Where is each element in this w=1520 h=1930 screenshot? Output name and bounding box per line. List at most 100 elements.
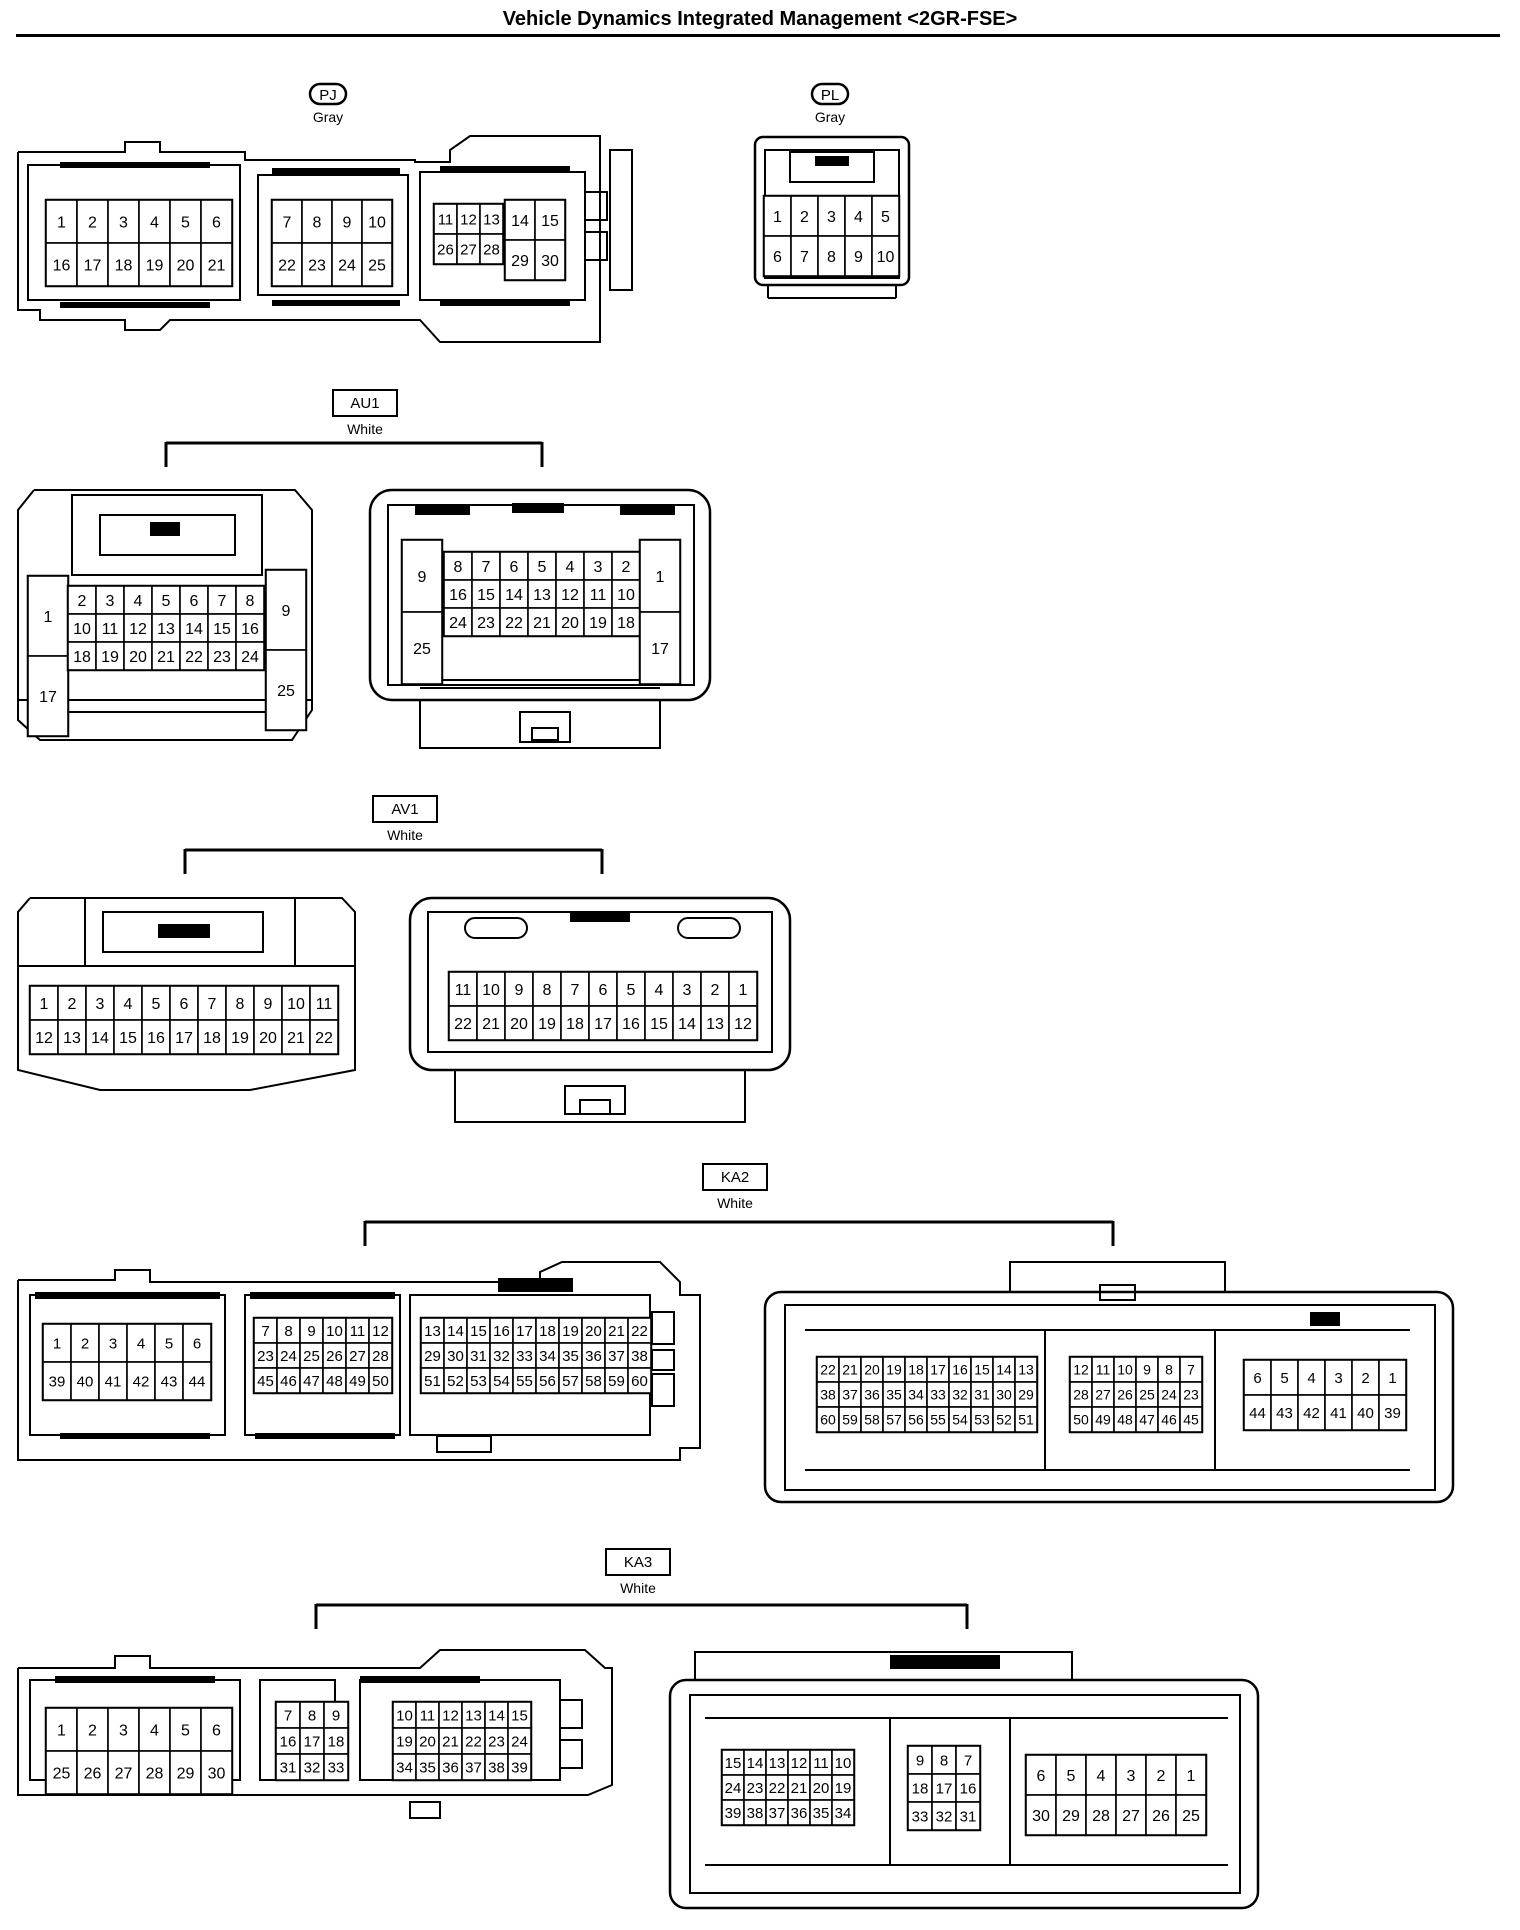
pin-number: 29 (1062, 1808, 1080, 1825)
pin-number: 28 (146, 1765, 164, 1782)
pin-number: 3 (827, 209, 836, 226)
connector-code: KA2 (721, 1169, 749, 1186)
pin-number: 21 (842, 1362, 858, 1378)
pin-number: 8 (1165, 1362, 1173, 1378)
pin-number: 31 (974, 1387, 990, 1403)
pin-number: 28 (1073, 1387, 1089, 1403)
pin-number: 6 (1037, 1768, 1046, 1785)
housing-latch (815, 156, 849, 166)
pin-number: 30 (447, 1348, 464, 1365)
pin-cell (955, 1773, 981, 1803)
pin-cell (95, 641, 125, 671)
pin-number: 15 (213, 621, 231, 638)
pin-number: 38 (488, 1759, 505, 1776)
pin-number: 3 (119, 1722, 128, 1739)
pin-number: 8 (284, 1323, 292, 1340)
pin-number: 4 (1307, 1370, 1315, 1387)
pin-cell (1085, 1794, 1117, 1836)
housing-outline (368, 488, 712, 702)
pin-cell (1014, 1406, 1038, 1433)
pin-cell (627, 1367, 652, 1394)
pin-cell (85, 1019, 115, 1055)
pin-number: 32 (952, 1387, 968, 1403)
pin-number: 2 (1361, 1370, 1369, 1387)
pin-number: 14 (747, 1755, 764, 1772)
pin-cell (200, 1750, 233, 1795)
housing-rib (60, 162, 210, 168)
pin-number: 16 (622, 1016, 640, 1033)
pin-cell (76, 1707, 109, 1752)
housing-rib (440, 300, 570, 306)
pin-number: 2 (81, 1335, 89, 1352)
pin-number: 56 (539, 1373, 556, 1390)
pin-number: 7 (261, 1323, 269, 1340)
pin-number: 15 (119, 1030, 137, 1047)
connector-code: KA3 (624, 1554, 652, 1571)
pin-number: 49 (1095, 1412, 1111, 1428)
pin-number: 16 (147, 1030, 165, 1047)
pin-number: 30 (1032, 1808, 1050, 1825)
pin-number: 18 (539, 1323, 556, 1340)
pin-number: 7 (571, 982, 580, 999)
pin-number: 13 (706, 1016, 724, 1033)
pin-number: 18 (566, 1016, 584, 1033)
pin-cell (1351, 1359, 1380, 1396)
pin-number: 9 (343, 214, 352, 231)
housing-rib (255, 1433, 395, 1439)
pin-number: 14 (447, 1323, 464, 1340)
pin-cell (235, 585, 265, 615)
pin-number: 32 (493, 1348, 510, 1365)
pin-number: 9 (332, 1707, 340, 1724)
pin-cell (225, 1019, 255, 1055)
pin-number: 1 (1187, 1768, 1196, 1785)
pin-number: 2 (711, 982, 720, 999)
pin-number: 26 (1117, 1387, 1133, 1403)
pin-number: 51 (424, 1373, 441, 1390)
pin-number: 15 (511, 1707, 528, 1724)
pin-cell (197, 1019, 227, 1055)
pin-number: 6 (1253, 1370, 1261, 1387)
pin-number: 11 (1096, 1362, 1111, 1378)
pin-number: 12 (372, 1323, 389, 1340)
pin-number: 13 (465, 1707, 482, 1724)
pin-number: 23 (477, 615, 495, 632)
pin-cell (95, 585, 125, 615)
pin-cell (476, 1005, 506, 1041)
housing-outline (454, 1070, 746, 1123)
pin-number: 13 (769, 1755, 786, 1772)
pin-number: 23 (257, 1348, 274, 1365)
pin-number: 23 (308, 257, 326, 274)
pin-number: 58 (864, 1412, 880, 1428)
pin-number: 11 (590, 587, 607, 604)
title-rule (16, 34, 1500, 37)
pin-number: 10 (368, 214, 386, 231)
pin-number: 32 (304, 1759, 321, 1776)
housing-bay (257, 174, 409, 296)
pin-cell (169, 985, 199, 1021)
pin-number: 43 (1276, 1405, 1293, 1422)
pin-cell (141, 985, 171, 1021)
connector-code-box (372, 795, 438, 823)
pin-number: 53 (470, 1373, 487, 1390)
pin-number: 17 (516, 1323, 533, 1340)
pin-number: 14 (996, 1362, 1012, 1378)
pin-number: 22 (278, 257, 296, 274)
pin-number: 3 (1334, 1370, 1342, 1387)
pin-number: 5 (181, 214, 190, 231)
pin-number: 12 (442, 1707, 459, 1724)
pin-number: 4 (655, 982, 664, 999)
pin-cell (1115, 1794, 1147, 1836)
pin-number: 23 (213, 649, 231, 666)
pin-cell (265, 649, 307, 731)
housing-outline (17, 489, 313, 741)
pin-number: 37 (608, 1348, 625, 1365)
pin-cell (141, 1019, 171, 1055)
pin-number: 34 (396, 1759, 413, 1776)
pin-number: 25 (1139, 1387, 1155, 1403)
pin-number: 19 (101, 649, 119, 666)
pin-number: 36 (864, 1387, 880, 1403)
